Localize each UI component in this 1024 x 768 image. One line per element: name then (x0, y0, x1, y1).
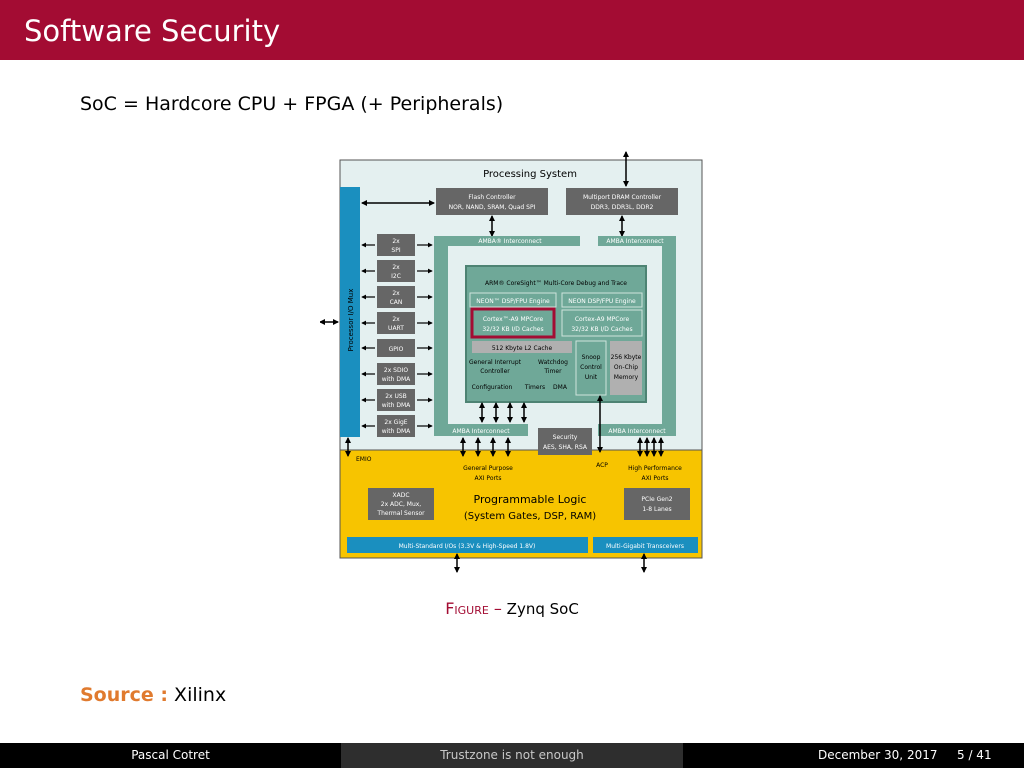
svg-text:2x: 2x (392, 264, 400, 271)
footer-talk-title: Trustzone is not enough (341, 743, 683, 768)
svg-text:AES, SHA, RSA: AES, SHA, RSA (543, 444, 588, 451)
coresight-label: ARM® CoreSight™ Multi-Core Debug and Tra… (485, 280, 627, 287)
svg-text:Unit: Unit (585, 374, 598, 381)
cortex-a9-highlight (470, 307, 556, 339)
dram-controller-line2: DDR3, DDR3L, DDR2 (591, 204, 654, 211)
footer-right: December 30, 2017 5 / 41 (683, 743, 1024, 768)
amba-bottom-left: AMBA Interconnect (452, 428, 510, 435)
footer-author: Pascal Cotret (0, 743, 341, 768)
footer: Pascal Cotret Trustzone is not enough De… (0, 743, 1024, 768)
svg-text:Timer: Timer (543, 368, 562, 375)
emio-label: EMIO (356, 456, 372, 463)
slide-title: Software Security (24, 14, 281, 48)
svg-text:with DMA: with DMA (382, 428, 411, 435)
svg-text:2x: 2x (392, 290, 400, 297)
title-bar: Software Security (0, 0, 1024, 60)
source-label: Source : (80, 684, 168, 706)
svg-text:2x: 2x (392, 316, 400, 323)
svg-text:CAN: CAN (390, 299, 403, 306)
svg-text:Security: Security (553, 434, 578, 441)
svg-text:AXI Ports: AXI Ports (475, 475, 502, 482)
flash-controller-line1: Flash Controller (468, 194, 516, 201)
amba-top-right: AMBA Interconnect (606, 238, 664, 245)
svg-text:with DMA: with DMA (382, 402, 411, 409)
svg-text:2x: 2x (392, 238, 400, 245)
zynq-soc-diagram: Processing System Flash Controller NOR, … (320, 151, 703, 573)
svg-text:Multi-Gigabit Transceivers: Multi-Gigabit Transceivers (606, 543, 684, 550)
svg-text:XADC: XADC (392, 492, 409, 499)
footer-date: December 30, 2017 (818, 748, 938, 762)
svg-text:DMA: DMA (553, 384, 568, 391)
svg-text:UART: UART (388, 325, 404, 332)
svg-text:2x SDIO: 2x SDIO (384, 367, 408, 374)
svg-text:Memory: Memory (614, 374, 639, 381)
ps-title: Processing System (483, 169, 577, 180)
footer-page-number: 5 / 41 (957, 748, 992, 762)
svg-text:Snoop: Snoop (582, 354, 601, 361)
pl-title: Programmable Logic (474, 493, 587, 506)
svg-text:Configuration: Configuration (472, 384, 513, 391)
svg-text:NEON™ DSP/FPU Engine: NEON™ DSP/FPU Engine (476, 298, 550, 305)
svg-text:with DMA: with DMA (382, 376, 411, 383)
flash-controller-line2: NOR, NAND, SRAM, Quad SPI (449, 204, 536, 211)
svg-text:PCIe Gen2: PCIe Gen2 (641, 496, 672, 503)
svg-text:2x GigE: 2x GigE (384, 419, 407, 426)
svg-text:General Interrupt: General Interrupt (469, 359, 522, 366)
caption-text: Zynq SoC (506, 600, 579, 618)
svg-text:Thermal Sensor: Thermal Sensor (376, 510, 425, 517)
source-text: Xilinx (174, 684, 227, 706)
svg-text:1-8 Lanes: 1-8 Lanes (642, 506, 671, 513)
svg-text:256 Kbyte: 256 Kbyte (611, 354, 642, 361)
svg-text:Controller: Controller (480, 368, 510, 375)
svg-text:32/32 KB I/D Caches: 32/32 KB I/D Caches (571, 326, 632, 333)
svg-text:AXI Ports: AXI Ports (642, 475, 669, 482)
svg-text:Timers: Timers (524, 384, 545, 391)
svg-text:Watchdog: Watchdog (538, 359, 568, 366)
amba-bottom-right: AMBA Interconnect (608, 428, 666, 435)
svg-text:Multi-Standard I/Os (3.3V & Hi: Multi-Standard I/Os (3.3V & High-Speed 1… (399, 543, 536, 550)
lead-text: SoC = Hardcore CPU + FPGA (+ Peripherals… (80, 93, 504, 115)
svg-text:512 Kbyte L2 Cache: 512 Kbyte L2 Cache (492, 345, 553, 352)
svg-text:On-Chip: On-Chip (614, 364, 638, 371)
caption-label: Figure – (445, 599, 502, 618)
svg-text:NEON DSP/FPU Engine: NEON DSP/FPU Engine (568, 298, 636, 305)
acp-label: ACP (596, 462, 608, 469)
io-mux-bar (340, 187, 360, 437)
svg-text:General Purpose: General Purpose (463, 465, 513, 472)
amba-top-left: AMBA® Interconnect (478, 238, 542, 245)
svg-text:2x USB: 2x USB (385, 393, 407, 400)
svg-text:High Performance: High Performance (628, 465, 682, 472)
io-mux-label: Processor I/O Mux (347, 289, 355, 352)
pl-subtitle: (System Gates, DSP, RAM) (464, 511, 596, 522)
svg-text:SPI: SPI (391, 247, 400, 254)
svg-text:I2C: I2C (391, 273, 401, 280)
peripheral-column: 2x SPI 2x I2C 2x CAN 2x UART GPIO 2x SDI… (377, 234, 415, 437)
svg-text:2x ADC, Mux,: 2x ADC, Mux, (381, 501, 422, 508)
figure-caption: Figure – Zynq SoC (0, 599, 1024, 618)
dram-controller-line1: Multiport DRAM Controller (583, 194, 662, 201)
svg-text:Control: Control (580, 364, 602, 371)
source-line: Source : Xilinx (80, 684, 226, 706)
svg-text:GPIO: GPIO (389, 346, 404, 353)
svg-text:Cortex-A9 MPCore: Cortex-A9 MPCore (575, 316, 630, 323)
svg-text:32/32 KB I/D Caches: 32/32 KB I/D Caches (482, 326, 543, 333)
svg-text:Cortex™-A9 MPCore: Cortex™-A9 MPCore (483, 316, 544, 323)
